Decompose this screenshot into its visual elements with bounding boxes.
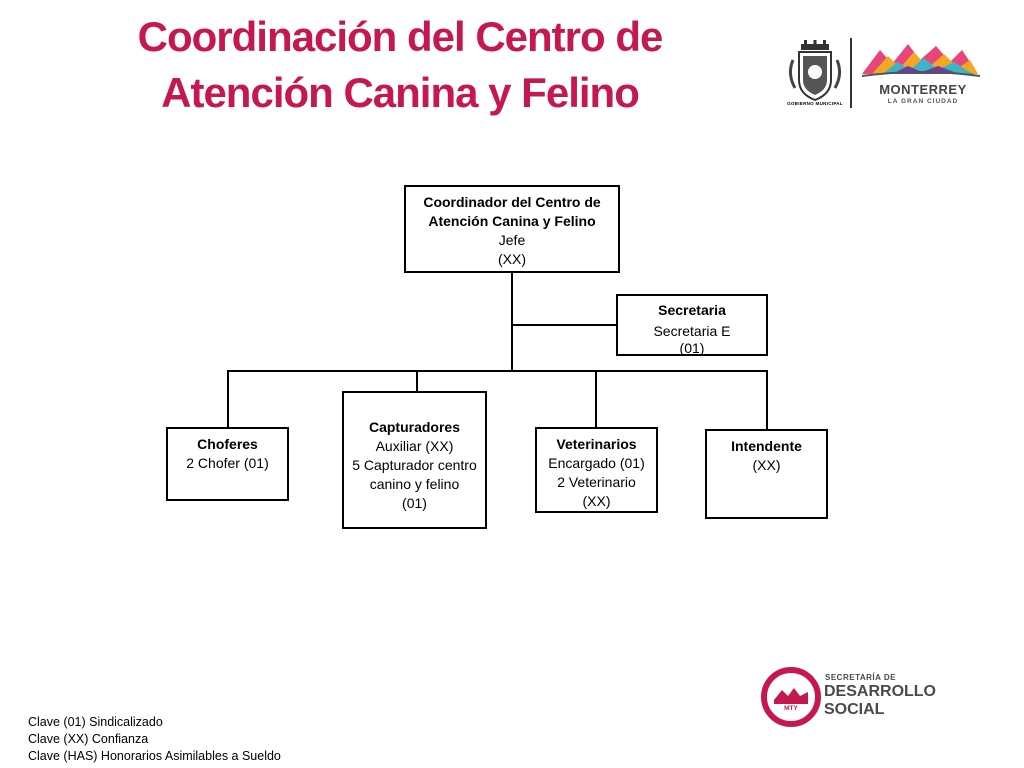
coordinador-title-line-2: Atención Canina y Felino <box>428 213 596 229</box>
veterinarios-clave: (XX) <box>582 493 611 509</box>
connector-to-choferes <box>227 370 229 428</box>
capturadores-auxiliar: Auxiliar (XX) <box>375 438 454 454</box>
capturadores-detail-1: 5 Capturador centro <box>352 457 477 473</box>
connector-to-veterinarios <box>595 370 597 428</box>
secretaria-clave: (01) <box>679 340 705 356</box>
org-box-intendente: Intendente (XX) <box>705 429 828 519</box>
sds-line-1: SECRETARÍA DE <box>825 673 896 682</box>
sds-line-2: DESARROLLO <box>824 683 936 700</box>
capturadores-clave: (01) <box>402 495 427 511</box>
secretaria-position: Secretaria E <box>653 323 731 339</box>
veterinarios-detail: 2 Veterinario <box>557 474 636 490</box>
legend-item-honorarios: Clave (HAS) Honorarios Asimilables a Sue… <box>28 749 281 763</box>
veterinarios-encargado: Encargado (01) <box>548 455 645 471</box>
org-box-veterinarios: Veterinarios Encargado (01) 2 Veterinari… <box>535 427 658 513</box>
secretaria-title: Secretaria <box>658 302 726 318</box>
sds-badge: MTY <box>784 705 798 712</box>
legend-item-sindicalizado: Clave (01) Sindicalizado <box>28 715 163 729</box>
monterrey-name: MONTERREY <box>879 82 967 97</box>
veterinarios-title: Veterinarios <box>556 436 637 452</box>
logo-divider <box>850 38 852 108</box>
org-box-coordinador: Coordinador del Centro de Atención Canin… <box>404 185 620 273</box>
sds-emblem-icon <box>761 667 821 727</box>
org-box-choferes: Choferes 2 Chofer (01) <box>166 427 289 501</box>
page-title-line-1: Coordinación del Centro de <box>137 13 664 60</box>
intendente-title: Intendente <box>731 438 802 454</box>
connector-to-secretaria <box>511 324 618 326</box>
legend-item-confianza: Clave (XX) Confianza <box>28 732 149 746</box>
capturadores-detail-2: canino y felino <box>369 476 460 492</box>
coordinador-title-line-1: Coordinador del Centro de <box>423 194 601 210</box>
clave-legend: Clave (01) Sindicalizado Clave (XX) Conf… <box>28 714 281 765</box>
connector-head-down <box>511 271 513 372</box>
connector-to-capturadores <box>416 370 418 392</box>
sds-line-3: SOCIAL <box>824 701 885 718</box>
secretaria-desarrollo-social-logo: MTY SECRETARÍA DE DESARROLLO SOCIAL <box>760 666 960 730</box>
choferes-detail: 2 Chofer (01) <box>186 455 269 471</box>
page-title-line-2: Atención Canina y Felino <box>161 69 640 116</box>
connector-to-intendente <box>766 370 768 430</box>
municipal-caption: GOBIERNO MUNICIPAL <box>787 101 843 106</box>
municipal-seal-icon <box>788 40 842 102</box>
intendente-clave: (XX) <box>752 457 781 473</box>
org-box-capturadores: Capturadores Auxiliar (XX) 5 Capturador … <box>342 391 487 529</box>
capturadores-title: Capturadores <box>368 419 461 435</box>
gobierno-municipal-logo: GOBIERNO MUNICIPAL <box>785 40 845 110</box>
connector-horizontal-bus <box>227 370 768 372</box>
monterrey-tagline: LA GRAN CIUDAD <box>887 98 959 105</box>
monterrey-logo: MONTERREY LA GRAN CIUDAD <box>858 40 983 110</box>
choferes-title: Choferes <box>197 436 258 452</box>
monterrey-mountains-icon <box>861 44 981 77</box>
coordinador-position: Jefe <box>498 232 526 248</box>
org-box-secretaria: Secretaria Secretaria E (01) <box>616 294 768 356</box>
coordinador-clave: (XX) <box>498 251 526 267</box>
